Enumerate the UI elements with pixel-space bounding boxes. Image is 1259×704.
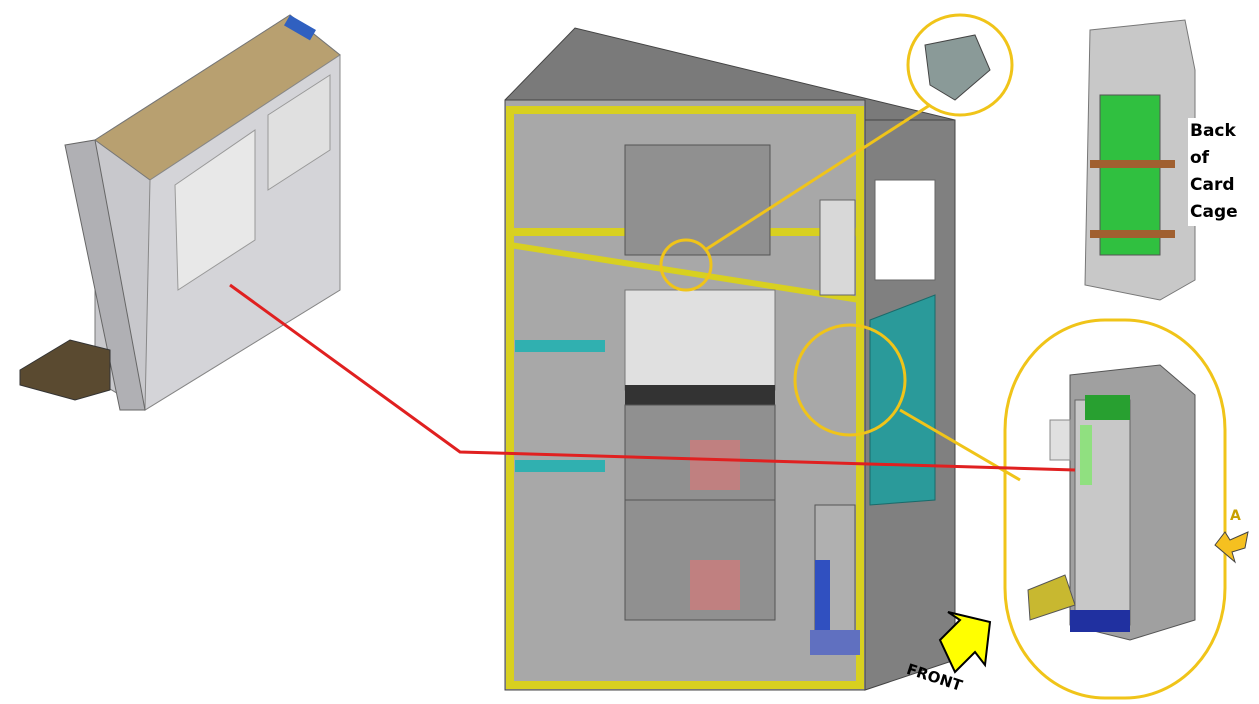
connector-line-power-supply (229, 283, 1076, 472)
callouts (659, 13, 1227, 700)
label-line: Back (1190, 121, 1236, 141)
label-line: Cage (1190, 202, 1238, 222)
card-cage-back (1084, 19, 1196, 301)
callout-circle-bay-small (793, 323, 907, 437)
clip-part (924, 34, 991, 101)
callout-oval-module (1003, 318, 1227, 700)
label-line: Card (1190, 175, 1235, 195)
callout-circle-clip-small (659, 238, 713, 292)
power-supply-module (19, 14, 341, 411)
label-line: of (1190, 148, 1210, 168)
view-a-label: A (1230, 508, 1241, 524)
callout-line-clip (704, 103, 931, 252)
front-arrow-icon (938, 611, 992, 674)
back-of-card-cage-label: Back of Card Cage (1188, 118, 1240, 226)
callout-circle-clip-large (906, 13, 1014, 117)
expanded-module (1027, 364, 1196, 641)
view-a-arrow-icon (1214, 531, 1249, 564)
cabinet (504, 27, 956, 691)
